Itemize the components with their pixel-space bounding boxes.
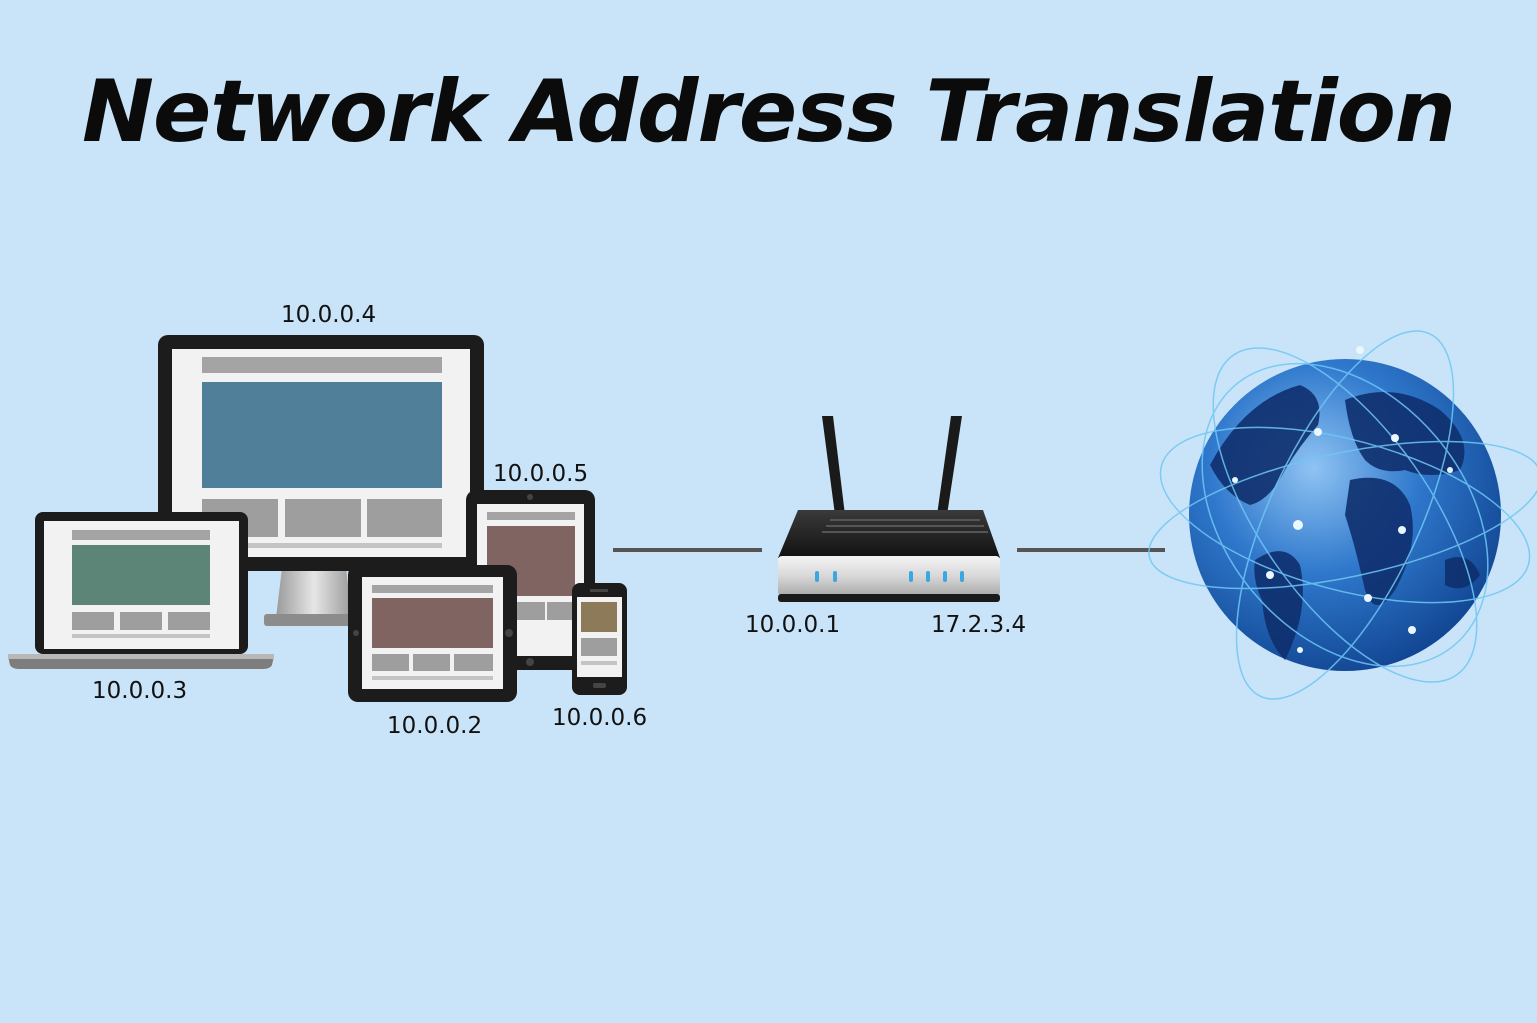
tablet-landscape-icon: [348, 565, 517, 702]
smartphone-icon: [572, 583, 627, 695]
desktop-monitor-icon: [158, 335, 484, 626]
globe-icon: [1148, 330, 1537, 700]
laptop-ip-label: 10.0.0.3: [92, 678, 188, 704]
router-icon: [778, 416, 1000, 602]
monitor-ip-label: 10.0.0.4: [281, 302, 377, 328]
laptop-icon: [8, 512, 274, 669]
tablet-landscape-ip-label: 10.0.0.2: [387, 713, 483, 739]
router-private-ip-label: 10.0.0.1: [745, 612, 841, 638]
page-title: Network Address Translation: [81, 62, 1456, 162]
phone-ip-label: 10.0.0.6: [552, 705, 648, 731]
tablet-portrait-ip-label: 10.0.0.5: [493, 461, 589, 487]
router-public-ip-label: 17.2.3.4: [931, 612, 1027, 638]
